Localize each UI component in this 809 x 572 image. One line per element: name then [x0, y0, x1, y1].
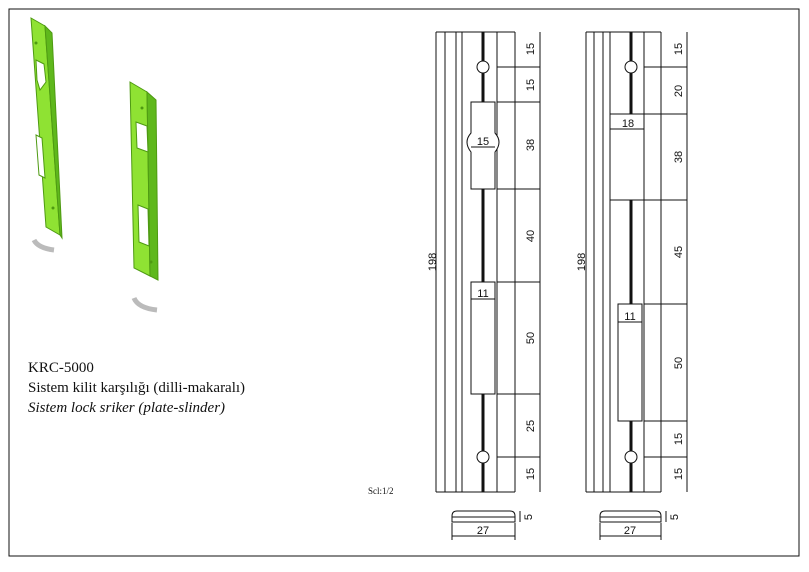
left-segment-5: 50: [525, 332, 537, 344]
plate-3d-view-left: [30, 17, 63, 253]
left-segment-2: 15: [525, 79, 537, 91]
plate-3d-view-right: [129, 81, 159, 313]
product-title-english: Sistem lock sriker (plate-slinder): [28, 400, 226, 416]
right-dimension-labels: 198 15 20 38 45 50 15 15 18 11 27 5: [576, 43, 685, 537]
left-total-length: 198: [427, 253, 439, 271]
left-dimension-labels: 198 15 15 38 40 50 25 15 15 11 27 5: [427, 43, 537, 537]
right-profile-height: 5: [669, 514, 681, 520]
sheet-border: [8, 8, 800, 557]
profile-3d-left: [31, 238, 55, 253]
left-segment-7: 15: [525, 468, 537, 480]
left-profile-width: 27: [477, 525, 489, 537]
product-title-turkish: Sistem kilit karşılığı (dilli-makaralı): [28, 380, 246, 396]
left-drawing: [435, 31, 541, 540]
left-profile-height: 5: [523, 514, 535, 520]
left-segment-6: 25: [525, 420, 537, 432]
left-segment-3: 38: [525, 139, 537, 151]
scale-note: Scl:1/2: [368, 486, 394, 496]
right-segment-7: 15: [673, 468, 685, 480]
left-segment-1: 15: [525, 43, 537, 55]
right-upper-slot-width: 18: [622, 118, 634, 130]
right-segment-3: 38: [673, 151, 685, 163]
right-segment-6: 15: [673, 433, 685, 445]
right-profile-width: 27: [624, 525, 636, 537]
right-segment-4: 45: [673, 246, 685, 258]
profile-3d-right: [131, 296, 158, 313]
right-drawing: [585, 31, 688, 540]
left-segment-4: 40: [525, 230, 537, 242]
left-lower-slot-width: 11: [477, 288, 488, 300]
left-upper-slot-width: 15: [477, 136, 489, 148]
right-lower-slot-width: 11: [624, 311, 635, 323]
right-segment-2: 20: [673, 85, 685, 97]
right-segment-5: 50: [673, 357, 685, 369]
right-total-length: 198: [576, 253, 588, 271]
right-segment-1: 15: [673, 43, 685, 55]
product-code: KRC-5000: [28, 360, 94, 376]
